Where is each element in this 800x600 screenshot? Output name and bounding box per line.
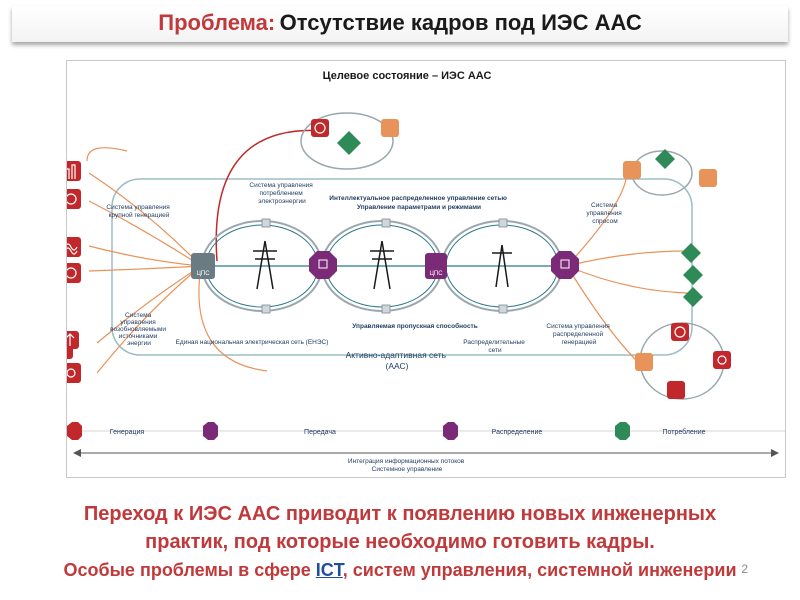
distribution-grids-label: Распределительные сети (463, 339, 526, 354)
page-number: 2 (741, 562, 748, 576)
diagram-frame: Целевое состояние – ИЭС ААС (53, 60, 786, 478)
slide-title: Отсутствие кадров под ИЭС ААС (279, 10, 642, 35)
gen-control-label: Система управления крупной генерацией (106, 204, 171, 219)
distributed-gen-label: Система управления распределенной генера… (546, 323, 611, 346)
wind-icon (61, 331, 79, 349)
sun-icon (61, 363, 81, 383)
controller-node-2 (551, 251, 579, 279)
legend-transmission-label: Передача (304, 429, 336, 436)
legend-generation-icon (67, 422, 82, 440)
wind-icon-right (667, 381, 685, 399)
conclusion-line-3: Особые проблемы в сфере ICT, систем упра… (0, 556, 800, 584)
aas-label: Активно-адаптивная сеть (ААС) (346, 350, 449, 371)
factory-icon-top (381, 119, 399, 137)
diagram-title: Целевое состояние – ИЭС ААС (323, 70, 492, 82)
generation-icons (53, 161, 81, 383)
fan-icon (61, 263, 81, 283)
ring-nodes (261, 218, 508, 314)
slide-title-bar: Проблема: Отсутствие кадров под ИЭС ААС (12, 6, 788, 42)
throughput-label: Управляемая пропускная способность (352, 322, 478, 330)
unes-label: Единая национальная электрическая сеть (… (176, 339, 329, 346)
building-icon (681, 243, 701, 263)
car-icon (699, 169, 717, 187)
conclusion-text: Переход к ИЭС ААС приводит к появлению н… (0, 500, 800, 584)
cps-node-1: ЦПС (191, 253, 215, 279)
controller-node-1 (309, 251, 337, 279)
consumption-control-label: Система управления потреблением электроэ… (249, 182, 314, 205)
res-control-label: Система управления возобновляемыми источ… (110, 312, 168, 347)
house-icon-green (655, 149, 675, 169)
conclusion-line-3-prefix: Особые проблемы в сфере (63, 560, 311, 580)
transmission-diamond-icon (337, 131, 361, 155)
orange-links (86, 147, 688, 374)
demand-control-label: Система управления спросом (586, 202, 623, 225)
turbine-icon-top (311, 119, 329, 137)
conclusion-line-1: Переход к ИЭС ААС приводит к появлению н… (83, 503, 717, 525)
home-icon-green (683, 287, 703, 307)
house-icon-orange (623, 161, 641, 179)
turbine-icon-right (671, 323, 689, 341)
turbine-icon (61, 189, 81, 209)
legend-generation-label: Генерация (110, 429, 145, 436)
legend-transmission-icon (203, 422, 218, 440)
intellectual-control-label: Интеллектуальное распределенное управлен… (329, 195, 508, 211)
legend: Генерация Передача Распределение Потребл… (67, 422, 706, 440)
slide-title-prefix: Проблема: (158, 10, 276, 35)
factory-icon-right (635, 353, 653, 371)
pylon-icons (253, 240, 512, 290)
factory-icon-green (683, 265, 703, 285)
legend-consumption-icon (615, 422, 630, 440)
red-arc (215, 129, 328, 262)
ict-link[interactable]: ICT (315, 560, 343, 580)
cps-label-2: ЦПС (429, 271, 443, 277)
sun-icon-right (713, 351, 731, 369)
flows-arrow: Интеграция информационных потоков Систем… (73, 449, 779, 473)
flows-label: Интеграция информационных потоков Систем… (348, 458, 466, 473)
pylon-icon-3 (492, 244, 512, 288)
pylon-icon-2 (370, 240, 394, 290)
cps-node-2: ЦПС (425, 253, 447, 279)
smart-grid-diagram: Целевое состояние – ИЭС ААС (53, 70, 785, 473)
consumption-icons (623, 149, 731, 399)
conclusion-line-2: практик, под которые необходимо готовить… (145, 531, 655, 553)
conclusion-line-3-suffix: , систем управления, системной инженерии (342, 560, 737, 580)
legend-distribution-icon (443, 422, 458, 440)
top-cluster-icons (311, 119, 399, 155)
cps-label-1: ЦПС (196, 271, 210, 277)
legend-distribution-label: Распределение (492, 429, 543, 436)
top-cluster-ring (300, 112, 394, 170)
legend-consumption-label: Потребление (662, 428, 705, 436)
pylon-icon-1 (253, 240, 277, 290)
